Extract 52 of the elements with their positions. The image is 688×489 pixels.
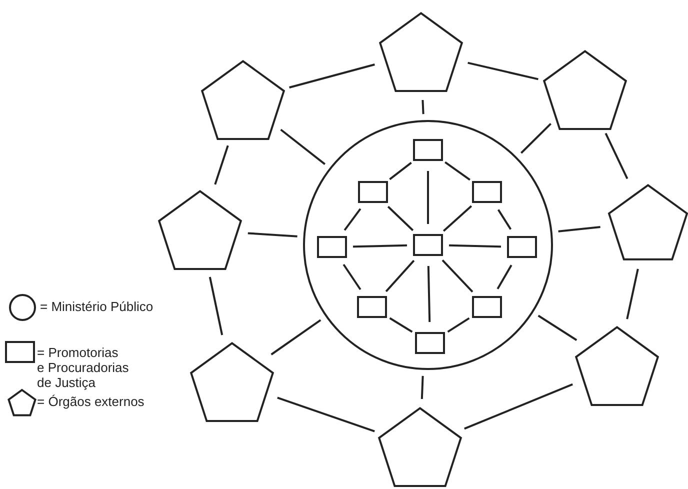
- connector-line: [464, 383, 573, 430]
- connector-line: [289, 64, 375, 88]
- connector-line: [427, 171, 429, 224]
- connector-line: [344, 208, 362, 231]
- connector-line: [448, 244, 502, 248]
- square-node: [357, 296, 387, 318]
- connector-line: [342, 264, 362, 290]
- connector-line: [442, 260, 474, 292]
- square-node: [358, 181, 388, 203]
- pentagon-node: [573, 324, 661, 408]
- square-node: [472, 296, 502, 318]
- square-node: [413, 234, 443, 256]
- pentagon-node: [541, 48, 629, 132]
- circle-node: [303, 120, 553, 370]
- connector-line: [420, 376, 424, 400]
- connector-line: [385, 260, 415, 292]
- square-node: [413, 139, 443, 161]
- connector-line: [497, 209, 512, 230]
- connector-line: [280, 128, 326, 165]
- connector-line: [468, 62, 538, 80]
- connector-line: [447, 317, 470, 333]
- connector-line: [496, 264, 512, 290]
- pentagon-node: [376, 405, 464, 489]
- pentagon-node: [188, 340, 276, 424]
- connector-line: [427, 266, 431, 322]
- connector-line: [442, 205, 472, 232]
- connector-line: [214, 145, 229, 185]
- connector-line: [352, 244, 408, 248]
- square-node: [472, 181, 502, 203]
- connector-line: [387, 206, 414, 232]
- connector-line: [248, 232, 298, 238]
- connector-line: [208, 276, 224, 336]
- connector-line: [277, 396, 375, 432]
- connector-line: [558, 226, 600, 232]
- legend-text: = Ministério Público: [40, 299, 154, 314]
- legend-text: = Promotorias e Procuradorias de Justiça: [37, 345, 129, 390]
- connector-line: [389, 317, 413, 333]
- square-node: [415, 332, 445, 354]
- square-node: [507, 236, 537, 258]
- connector-line: [604, 132, 628, 180]
- square-node: [317, 236, 347, 258]
- connector-line: [538, 314, 578, 341]
- connector-line: [520, 122, 552, 154]
- legend-text: = Órgãos externos: [37, 394, 146, 409]
- connector-line: [270, 319, 322, 356]
- connector-line: [422, 100, 424, 114]
- connector-line: [444, 161, 470, 181]
- pentagon-node: [199, 58, 287, 142]
- pentagon-node: [156, 188, 244, 272]
- pentagon-node: [377, 10, 465, 94]
- connector-line: [389, 162, 412, 180]
- connector-line: [626, 268, 639, 320]
